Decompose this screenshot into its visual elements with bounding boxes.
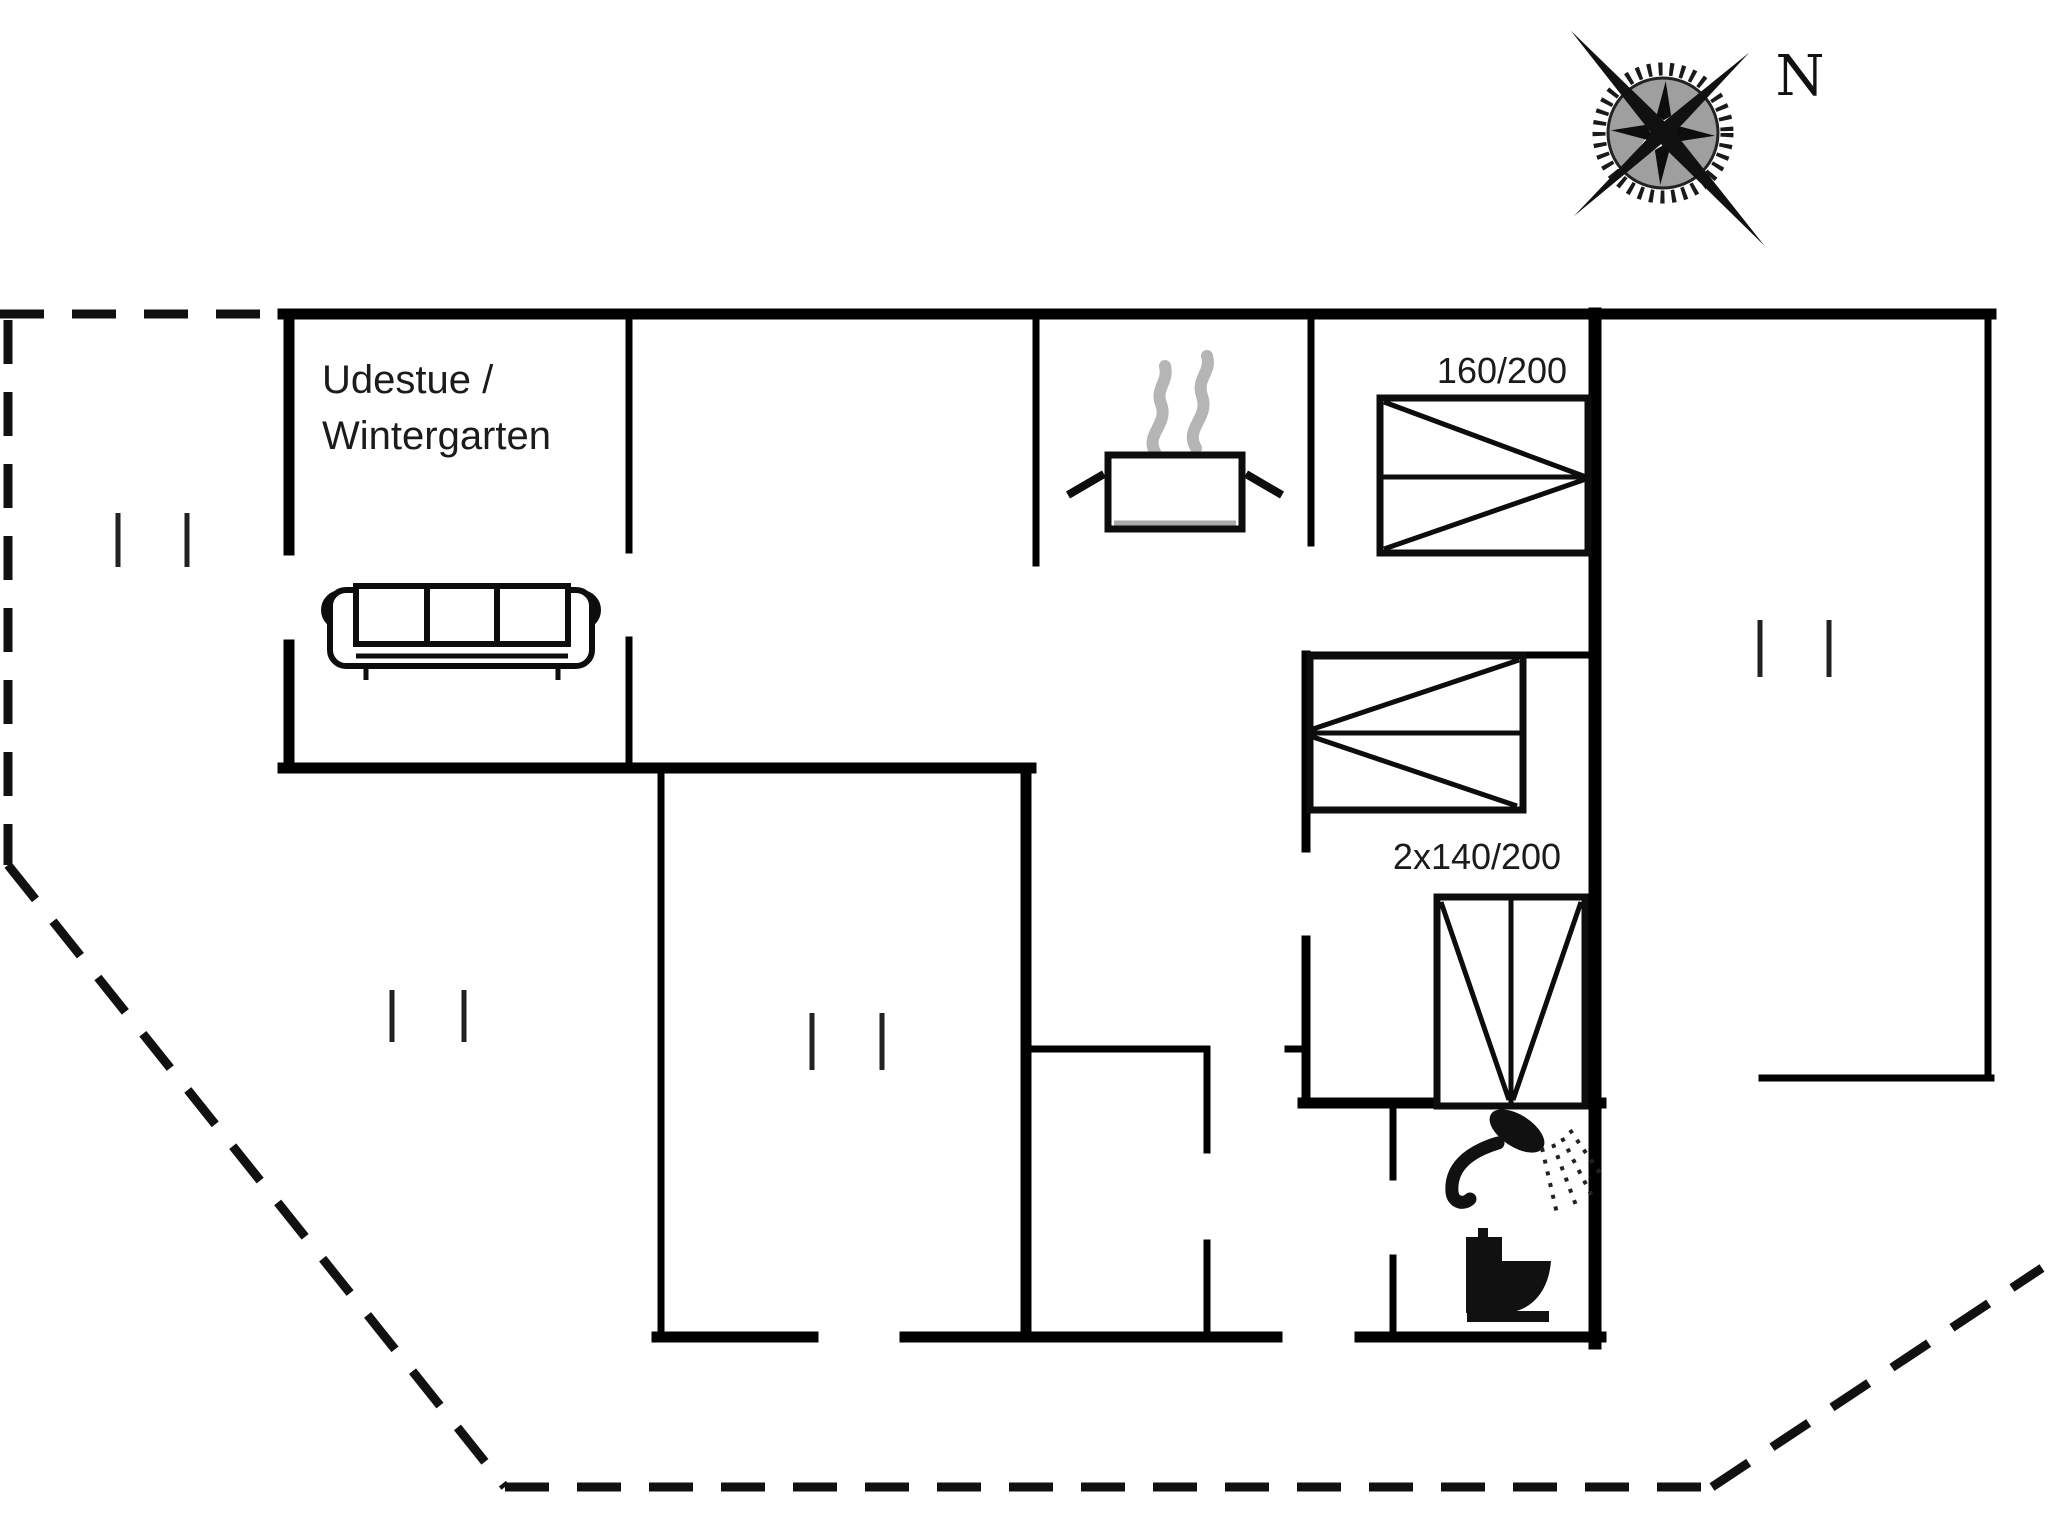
shower-head	[1489, 1109, 1545, 1153]
compass-group	[1570, 30, 1765, 246]
compass-teeth-ring	[1592, 62, 1734, 204]
spray-line	[1540, 1147, 1560, 1219]
needle-tip-sw	[1658, 128, 1765, 246]
conservatory-label-line2: Wintergarten	[322, 414, 551, 458]
steam-icon	[1146, 350, 1214, 458]
interior-walls	[625, 310, 1599, 1341]
north-label: N	[1776, 44, 1825, 109]
bed-diagonal	[1510, 901, 1584, 1101]
double-bed-icon	[1376, 394, 1592, 557]
needle-tip-ne	[1570, 30, 1672, 142]
bed-diagonal	[1383, 399, 1587, 480]
conservatory-label-line1: Udestue /	[322, 358, 494, 402]
shower-icon	[1445, 1109, 1604, 1219]
sofa-cushions	[353, 583, 571, 647]
toilet-icon	[1466, 1228, 1551, 1322]
steam-wisp	[1186, 350, 1214, 454]
boundary-diagonal-left	[4, 862, 509, 1490]
window-tick-marks	[115, 513, 1832, 1070]
exterior-walls	[277, 307, 1997, 1350]
bed-size-label-2x140: 2x140/200	[1393, 836, 1561, 877]
compass-center	[1657, 127, 1669, 139]
spray-line	[1551, 1143, 1579, 1209]
needle-tip-nw	[1655, 52, 1750, 140]
toilet-base	[1467, 1311, 1549, 1322]
sofa-icon	[321, 583, 601, 680]
compass-needle-se-nw	[1573, 52, 1750, 217]
bed-size-label-160: 160/200	[1437, 350, 1567, 391]
pot-handle-left	[1065, 470, 1107, 499]
spray-line	[1560, 1137, 1594, 1197]
bed-diagonal	[1383, 476, 1587, 552]
twin-bed-vertical-icon	[1433, 893, 1589, 1110]
toilet-button	[1478, 1228, 1488, 1240]
twin-bed-horizontal-icon	[1306, 652, 1527, 814]
cooking-pot-icon	[1065, 451, 1285, 533]
pot-body	[1104, 451, 1246, 533]
compass-needle-ne-sw	[1570, 30, 1765, 246]
toilet-tank	[1466, 1237, 1502, 1313]
steam-wisp	[1146, 360, 1172, 458]
plot-boundary	[0, 309, 2045, 1492]
needle-tip-se	[1573, 128, 1668, 217]
text-labels: Udestue / Wintergarten 160/200 2x140/200	[322, 350, 1567, 877]
bed-diagonal	[1312, 657, 1520, 732]
bed-diagonal	[1438, 901, 1512, 1101]
boundary-diagonal-right	[1709, 1264, 2045, 1491]
bed-diagonal	[1312, 734, 1518, 809]
toilet-bowl	[1502, 1261, 1551, 1313]
compass-rose-icon: N	[1570, 30, 1825, 246]
shower-arm	[1445, 1136, 1505, 1209]
pot-handle-right	[1243, 470, 1285, 499]
